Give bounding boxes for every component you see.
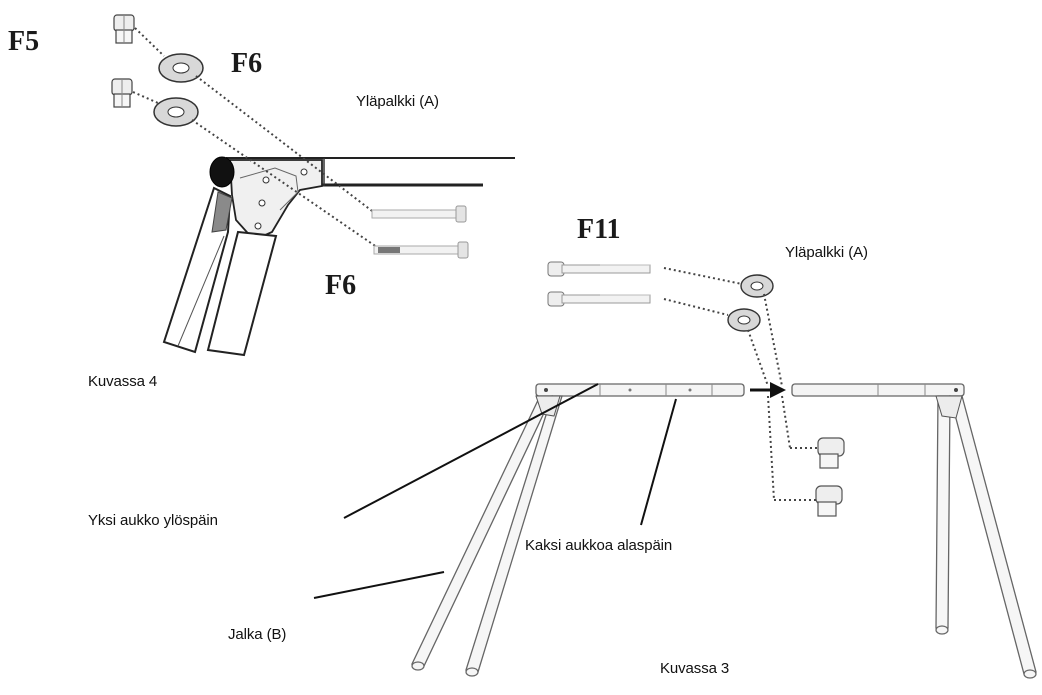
f11-cap-nut-1 <box>817 437 845 469</box>
figure-4-top-beam <box>226 157 515 187</box>
f6-bolt-2 <box>373 241 469 259</box>
label-two-holes-down: Kaksi aukkoa alaspäin <box>525 537 673 554</box>
f11-washer-2 <box>727 308 761 332</box>
f5-cap-nut-1 <box>113 14 135 44</box>
label-one-hole-up: Yksi aukko ylöspäin <box>88 512 218 529</box>
figure-4-drawing <box>111 14 515 357</box>
part-label-f11: F11 <box>577 214 621 245</box>
part-label-f6-bottom: F6 <box>325 270 357 301</box>
figure-4-legs <box>162 186 278 357</box>
figure-4-guide-lines <box>132 27 385 253</box>
label-top-beam-a-2: Yläpalkki (A) <box>785 244 868 261</box>
leader-lines <box>313 383 677 599</box>
insert-arrow <box>750 382 786 398</box>
label-top-beam-a-1: Yläpalkki (A) <box>356 93 439 110</box>
label-figure-4: Kuvassa 4 <box>88 373 158 390</box>
f11-bolt-1 <box>547 261 651 277</box>
f6-washer-1 <box>158 53 204 83</box>
part-label-f6-top: F6 <box>231 48 263 79</box>
figure-3-left-legs <box>411 395 563 677</box>
f6-washer-2 <box>153 97 199 127</box>
f11-bolt-2 <box>547 291 651 307</box>
part-label-f5: F5 <box>8 26 40 57</box>
label-figure-3: Kuvassa 3 <box>660 660 730 677</box>
tube-end-cap <box>209 156 235 188</box>
f5-cap-nut-2 <box>111 78 133 108</box>
f6-bolt-1 <box>371 205 467 223</box>
f11-cap-nut-2 <box>815 485 843 517</box>
figure-4-bracket <box>209 156 323 242</box>
figure-3-right-legs <box>935 395 1037 679</box>
label-leg-b: Jalka (B) <box>228 626 287 643</box>
figure-3-guide-lines <box>663 267 818 501</box>
figure-3-drawing <box>313 261 1037 679</box>
f11-washer-1 <box>740 274 774 298</box>
figure-3-top-beam <box>535 383 965 397</box>
